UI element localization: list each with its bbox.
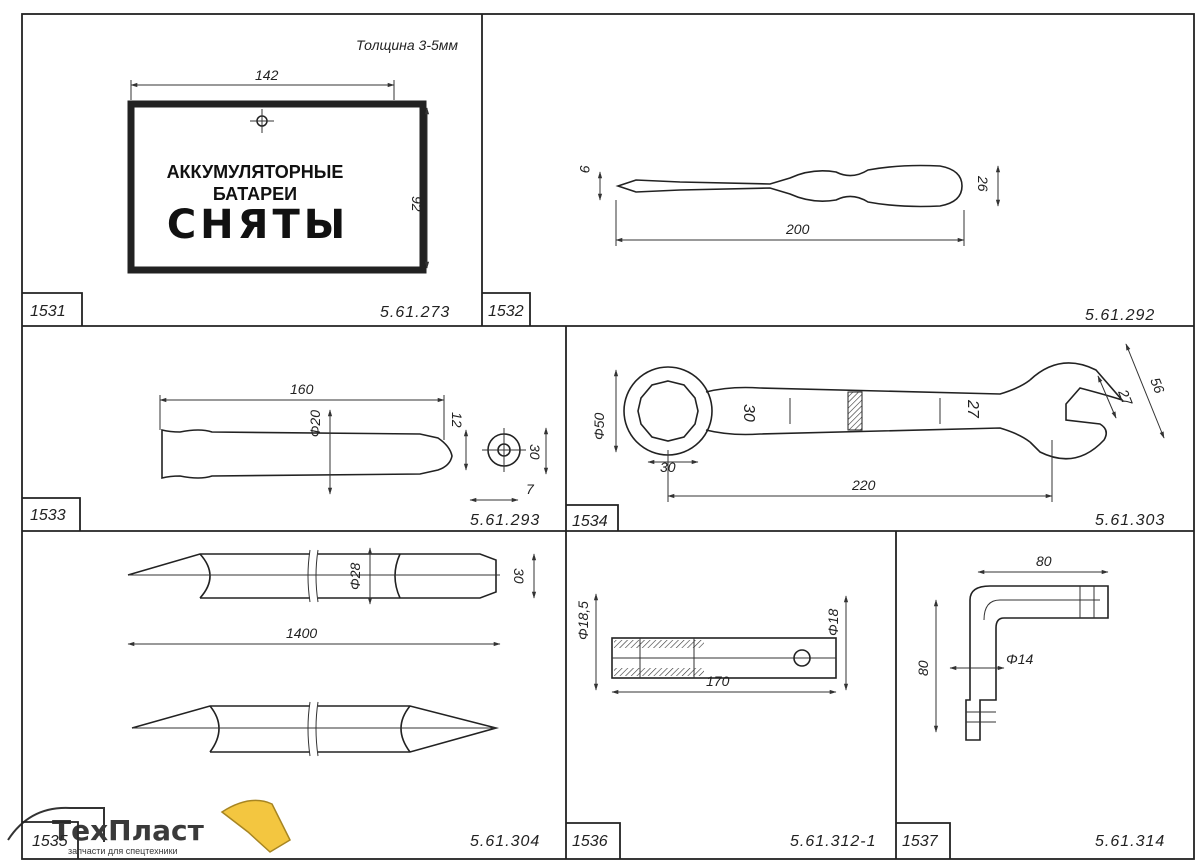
- panel-1534: 30 27 Φ50 30 220 56 27: [591, 343, 1168, 502]
- l-wrench-leg-dim: 80: [915, 660, 931, 676]
- panel-number-1532: 1532: [488, 303, 524, 320]
- wrench-jaw-dim: 27: [1115, 386, 1136, 408]
- wrench-ring-size: 30: [740, 404, 757, 422]
- chisel-step-dim: 7: [526, 481, 535, 497]
- panel-number-1535: 1535: [32, 833, 68, 850]
- plate-width-dim: 142: [255, 67, 279, 83]
- tube-end-a-dim: Φ18,5: [575, 601, 591, 640]
- crowbar-width-dim: 30: [511, 568, 527, 584]
- tube-wrench-hole: [793, 649, 811, 667]
- panel-1537: 80 80 Φ14: [915, 553, 1109, 741]
- excavator-outline-icon: [7, 806, 105, 842]
- plate-height-dim: 92: [409, 196, 425, 212]
- wrench-ring-dia-dim: Φ50: [591, 412, 607, 440]
- panel-grid: [21, 13, 1195, 860]
- chisel-length-dim: 160: [290, 381, 314, 397]
- crowbar-upper: [127, 553, 497, 599]
- part-code-1531: 5.61.273: [380, 304, 450, 321]
- l-wrench-arm-dim: 80: [1036, 553, 1052, 569]
- panel-number-1533: 1533: [30, 507, 66, 524]
- crowbar-lower: [131, 705, 500, 753]
- panel-1531: Толщина 3-5мм 142 92 АККУМУЛЯТОРНЫЕ БАТА…: [127, 37, 458, 274]
- excavator-bucket-icon: [220, 799, 291, 853]
- panel-1536: Φ18,5 Φ18 170: [575, 593, 849, 695]
- wrench-section-hatch: [847, 391, 863, 431]
- plate-line-2: БАТАРЕИ: [213, 184, 297, 204]
- chisel-outline: [161, 428, 453, 480]
- brand-name: ТехПласт: [52, 814, 205, 847]
- wrench-ring-bore: [637, 380, 699, 442]
- part-code-1533: 5.61.293: [470, 512, 540, 529]
- panel-number-1537: 1537: [902, 833, 939, 850]
- panel-1532: 9 26 200: [577, 164, 1001, 246]
- thickness-note: Толщина 3-5мм: [356, 37, 458, 53]
- panel-1535: Φ28 30 1400: [127, 547, 537, 757]
- plate-line-1: АККУМУЛЯТОРНЫЕ: [167, 162, 344, 182]
- panel-number-1536: 1536: [572, 833, 608, 850]
- l-wrench-dia-dim: Φ14: [1006, 651, 1034, 667]
- crowbar-dia-dim: Φ28: [347, 562, 363, 590]
- wrench-open-size: 27: [964, 399, 981, 419]
- chisel-tip-dim: 12: [449, 412, 465, 428]
- plate-line-3: СНЯТЫ: [167, 202, 349, 248]
- wrench-length-dim: 220: [851, 477, 876, 493]
- tube-end-b-dim: Φ18: [825, 608, 841, 636]
- part-code-1537: 5.61.314: [1095, 833, 1165, 850]
- warning-plate: [127, 100, 427, 274]
- part-code-1534: 5.61.303: [1095, 512, 1165, 529]
- screwdriver-length-dim: 200: [785, 221, 810, 237]
- wrench-head-dim: 56: [1147, 375, 1168, 396]
- part-code-1535: 5.61.304: [470, 833, 540, 850]
- part-code-1536: 5.61.312-1: [790, 833, 877, 850]
- panel-number-1534: 1534: [572, 513, 608, 530]
- screwdriver-handle-dim: 26: [975, 175, 991, 192]
- tube-length-dim: 170: [706, 673, 730, 689]
- brand-tagline: запчасти для спецтехники: [68, 846, 178, 856]
- chisel-collar-dim: 30: [527, 444, 543, 460]
- screwdriver-outline: [615, 164, 963, 208]
- wrench-shank: [705, 379, 1031, 395]
- techplast-watermark: ТехПласт запчасти для спецтехники: [7, 799, 291, 856]
- panel-1533: 160 Φ20 12 30 7: [159, 381, 549, 503]
- panel-number-1531: 1531: [30, 303, 66, 320]
- chisel-dia-dim: Φ20: [307, 410, 323, 438]
- wrench-open-end: [1029, 362, 1125, 460]
- l-wrench-outline: [965, 585, 1109, 741]
- part-code-1532: 5.61.292: [1085, 307, 1155, 324]
- screwdriver-tip-dim: 9: [577, 165, 593, 173]
- crowbar-length-dim: 1400: [286, 625, 317, 641]
